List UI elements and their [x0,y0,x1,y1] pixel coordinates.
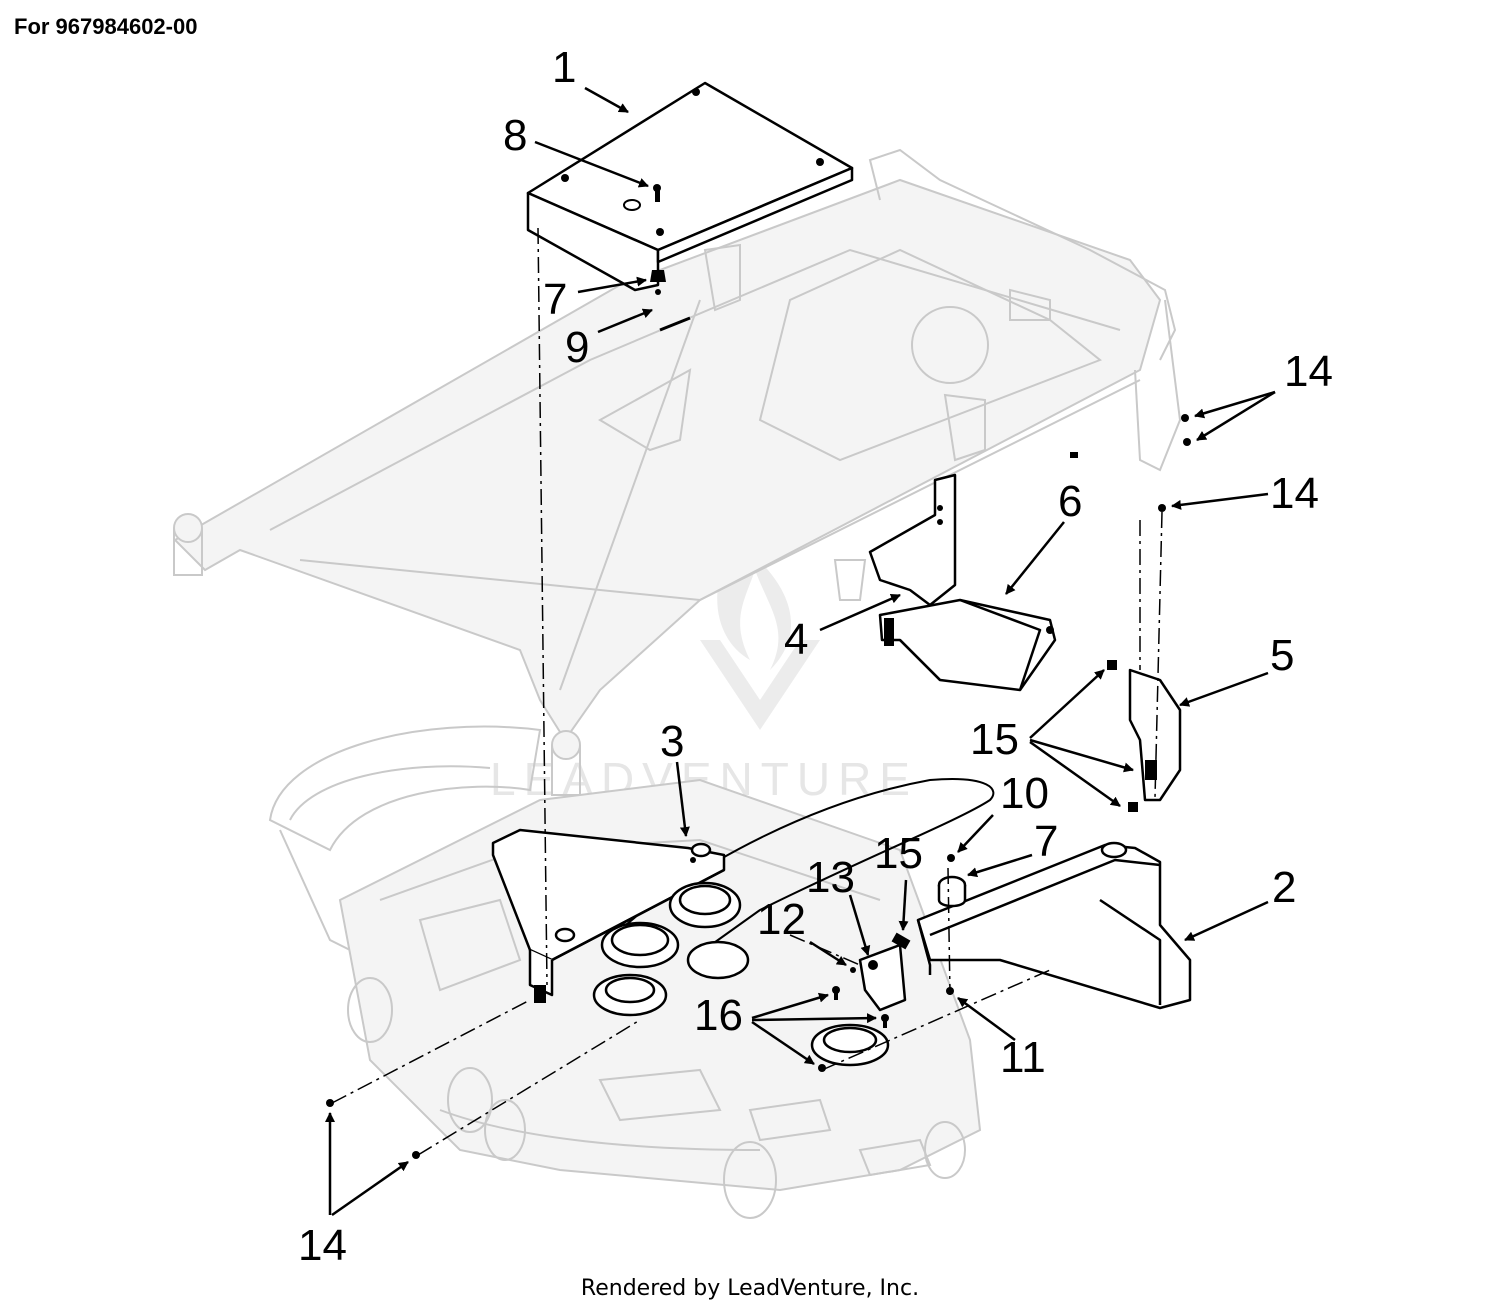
callout-9: 9 [565,323,589,372]
callout-labels: 1 8 7 9 14 14 6 4 5 15 3 10 7 13 15 12 2… [298,43,1333,1270]
callout-3: 3 [660,717,684,766]
callout-10: 10 [1000,769,1049,818]
idler-hardware [818,932,911,1072]
side-bracket-part-5 [1107,660,1182,812]
callout-16: 16 [694,991,743,1040]
callout-5: 5 [1270,631,1294,680]
render-credit-footer: Rendered by LeadVenture, Inc. [580,1276,920,1301]
alignment-lines [331,227,1163,1156]
callout-7-top: 7 [543,275,567,324]
callout-1: 1 [552,43,576,92]
callout-14-upper: 14 [1284,347,1333,396]
drive-belt [619,778,995,961]
hardware-8-7-9 [650,184,691,332]
belt-guard-part-6 [878,598,1057,692]
callout-8: 8 [503,111,527,160]
callout-4: 4 [784,615,808,664]
callout-12: 12 [757,895,806,944]
bracket-part-4 [868,473,957,607]
leader-lines [325,86,1276,1217]
callout-11: 11 [1000,1033,1046,1082]
hardware-14 [326,414,1191,1159]
top-cover-part-1 [526,81,854,292]
model-number-header: For 967984602-00 [14,14,198,39]
callout-15-right: 15 [970,715,1019,764]
callout-7-bottom: 7 [1034,817,1058,866]
callout-15-center: 15 [874,829,923,878]
callout-2: 2 [1272,863,1296,912]
callout-14-lower: 14 [298,1221,347,1270]
callout-6: 6 [1058,477,1082,526]
pulley-assembly [592,881,890,1067]
callout-14-middle: 14 [1270,469,1319,518]
right-deck-cover-part-2 [916,841,1192,1010]
tractor-frame [173,148,1182,796]
callout-13: 13 [806,853,855,902]
